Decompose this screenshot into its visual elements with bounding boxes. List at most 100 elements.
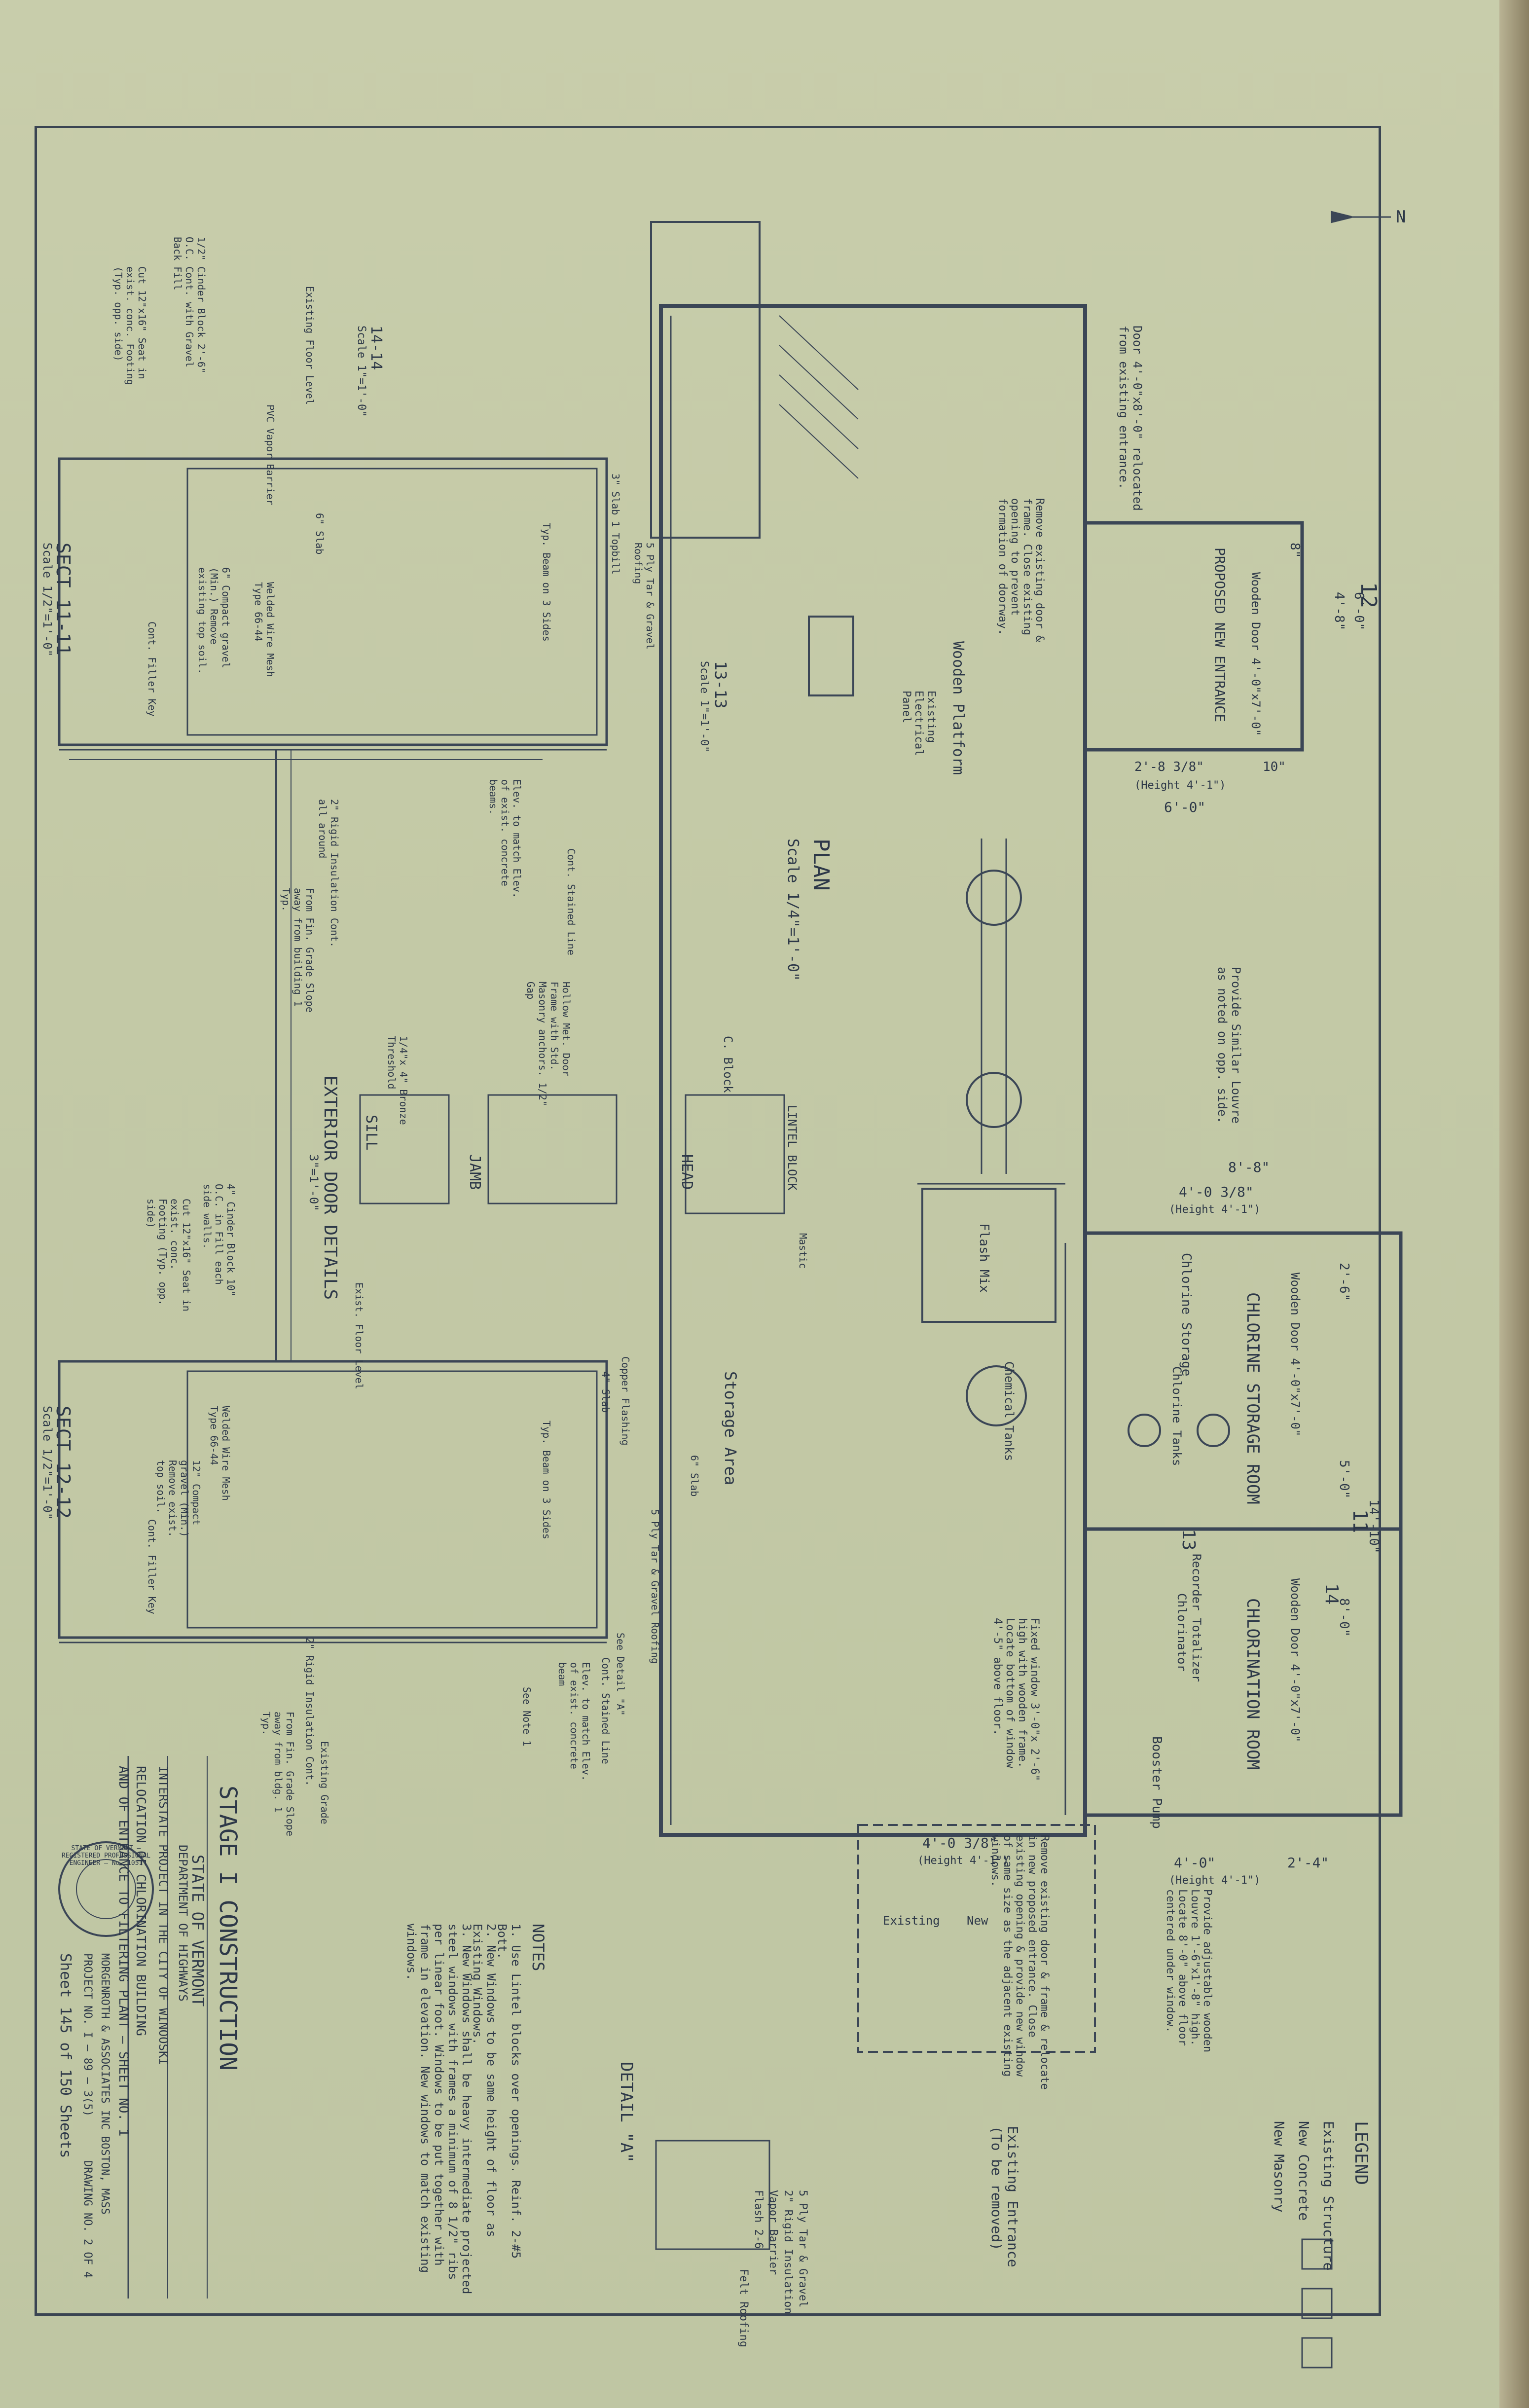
label-new: New: [967, 1914, 988, 1928]
storage-area-label: Storage Area: [721, 1371, 740, 1486]
existing-entrance-outline: [857, 1824, 1096, 2053]
dim-7h: (Height 4'-1"): [1134, 779, 1226, 792]
s11-note: Existing Floor Level: [304, 286, 316, 405]
s11-note: 6" Slab: [314, 513, 326, 555]
title-relocation: RELOCATION OF CHLORINATION BUILDING: [133, 1766, 148, 2036]
title-entrance: AND OF ENTRANCE TO FILTERING PLANT — SHE…: [116, 1766, 131, 2137]
title-interstate: INTERSTATE PROJECT IN THE CITY OF WINOOS…: [156, 1766, 170, 2065]
sill-label: SILL: [363, 1115, 380, 1151]
s12-note: 4" Slab: [600, 1371, 612, 1413]
title-project: PROJECT NO. I — 89 — 3(5): [81, 1953, 94, 2117]
s12-note: See Note 1: [521, 1687, 533, 1747]
marker-13: 13: [1178, 1529, 1199, 1551]
legend-item-masonry: New Masonry: [1271, 2121, 1287, 2213]
chlorine-tanks-label: Chlorine Tanks: [1170, 1366, 1184, 1466]
recorder-label: Recorder Totalizer: [1190, 1554, 1203, 1682]
title-dept: DEPARTMENT OF HIGHWAYS: [176, 1845, 190, 2002]
engineer-seal-text: STATE OF VERMONT — REGISTERED PROFESSION…: [61, 1845, 150, 1867]
notes-title: NOTES: [529, 1924, 547, 1971]
note-c-block: C. Block: [721, 1036, 735, 1093]
marker-14: 14: [1321, 1583, 1342, 1605]
title-sheet: Sheet 145 of 150 Sheets: [57, 1953, 74, 2158]
s11-note: Elev. to match Elev. of exist. concrete …: [487, 779, 523, 898]
chemical-tank: [966, 1365, 1027, 1426]
s11-note: Typ. Beam on 3 Sides: [541, 523, 552, 642]
detail-a-label-2: 2" Rigid Insulation: [782, 2190, 794, 2314]
dim-9: 8": [1287, 543, 1302, 558]
detail-a-outline: [655, 2140, 770, 2250]
s11-note: Hollow Met. Door Frame with Std. Masonry…: [525, 982, 572, 1106]
s12-note: Welded Wire Mesh Type 66-44: [208, 1406, 232, 1501]
legend-swatch-concrete: [1301, 2288, 1333, 2319]
door-label-2: Wooden Door 4'-0"x7'-0": [1288, 1578, 1302, 1743]
dim-6: 6'-0": [1164, 799, 1206, 815]
chemical-tanks-label: Chemical Tanks: [1002, 1361, 1016, 1461]
legend-swatch-masonry: [1301, 2337, 1333, 2369]
detail-a-label-3: Vapor Barrier: [767, 2190, 779, 2275]
section-12-title: SECT 12-12: [52, 1406, 74, 1519]
s11-note: 3" Slab 1 Topbill: [610, 474, 621, 575]
plan-scale: Scale 1/4"=1'-0": [784, 839, 801, 981]
jamb-label: JAMB: [466, 1154, 483, 1190]
marker-11: 11: [1348, 1509, 1371, 1533]
title-state: STATE OF VERMONT: [188, 1855, 207, 2007]
s12-note: Copper Flashing: [619, 1356, 631, 1446]
note-adjustable-louvre: Provide adjustable wooden Louvre 1'-6"x1…: [1164, 1889, 1213, 2053]
engineer-seal: [58, 1841, 154, 1937]
note-remove-door: Remove existing door & frame & relocate …: [989, 1835, 1051, 2090]
legend-title: LEGEND: [1351, 2121, 1371, 2186]
chlorine-tank-1: [1128, 1414, 1161, 1447]
legend-swatch-existing: [1301, 2238, 1333, 2270]
flash-mix-tank: [921, 1188, 1056, 1323]
label-existing: Existing: [883, 1914, 940, 1928]
title-stage: STAGE I CONSTRUCTION: [214, 1786, 242, 2071]
section-11-scale: Scale 1/2"=1'-0": [40, 543, 54, 657]
detail-a-title: DETAIL "A": [617, 2062, 636, 2163]
section-14-scale: Scale 1"=1'-0": [355, 326, 367, 417]
section-11-title: SECT 11-11: [52, 543, 74, 656]
exterior-door-scale: 3"=1'-0": [307, 1154, 321, 1211]
sill-detail-outline: [359, 1094, 450, 1204]
existing-building-wall: [659, 304, 1087, 1837]
section-14-title: 14-14: [367, 326, 385, 370]
note-louvre: Provide Similar Louvre as noted on opp. …: [1215, 967, 1243, 1124]
dim-3: 4'-0": [1174, 1855, 1216, 1871]
s11-note: PVC Vapor Barrier: [264, 404, 276, 506]
section-14-outline: [650, 221, 761, 539]
s12-note: 6" Slab: [689, 1455, 700, 1497]
s12-note: Existing Grade: [319, 1741, 330, 1824]
detail-a-label-4: Felt Roofing: [737, 2269, 750, 2347]
door-relocated-note: Door 4'-0"x8'-0" relocated from existing…: [1117, 326, 1144, 511]
existing-floor-label: Exist. Floor Level: [353, 1282, 365, 1389]
note-existing-entrance: Existing Entrance (To be removed): [988, 2126, 1021, 2267]
s12-note: See Detail "A": [615, 1633, 626, 1716]
s12-note: Cont. Stained Line: [600, 1657, 612, 1764]
flash-mix-label: Flash Mix: [977, 1223, 991, 1293]
dim-8: 10": [1263, 760, 1286, 774]
title-firm: MORGENROTH & ASSOCIATES INC BOSTON, MASS: [99, 1953, 111, 2215]
dim-2: 4'-0 3/8": [1179, 1184, 1254, 1200]
s12-note: 5 Ply Tar & Gravel Roofing: [649, 1509, 661, 1664]
proposed-entrance-label: PROPOSED NEW ENTRANCE: [1212, 547, 1228, 723]
chlorinator-label: Chlorinator: [1175, 1593, 1189, 1672]
note-existing-door-opening: Remove existing door & frame. Close exis…: [996, 498, 1046, 642]
jamb-detail-outline: [487, 1094, 618, 1204]
s11-note: Cut 12"x16" Seat in exist. conc. Footing…: [112, 266, 148, 385]
s11-note: Cont. Stained Line: [565, 848, 577, 955]
detail-a-label-5: Flash 2-6: [752, 2190, 764, 2249]
note-electrical-panel: Existing Electrical Panel: [900, 691, 937, 756]
s11-note: 6" Compact gravel (Min.) Remove existing…: [196, 567, 232, 674]
s12-note: Elev. to match Elev. of exist. concrete …: [556, 1662, 592, 1781]
chlorine-storage-small: Chlorine Storage: [1179, 1253, 1194, 1377]
dim-3h: (Height 4'-1"): [1169, 1874, 1261, 1887]
s11-note: 5 Ply Tar & Gravel Roofing: [632, 543, 656, 650]
section-13-title: 13-13: [711, 661, 730, 709]
room-chlorine-storage: CHLORINE STORAGE ROOM: [1243, 1292, 1263, 1504]
dim-15: 2'-6": [1337, 1263, 1351, 1302]
dim-5h: (Height 4'-1"): [917, 1855, 1009, 1867]
title-drawing: DRAWING NO. 2 OF 4: [81, 2160, 94, 2278]
legend-item-existing: Existing Structure: [1320, 2121, 1337, 2271]
section-11-outline: [58, 457, 608, 746]
